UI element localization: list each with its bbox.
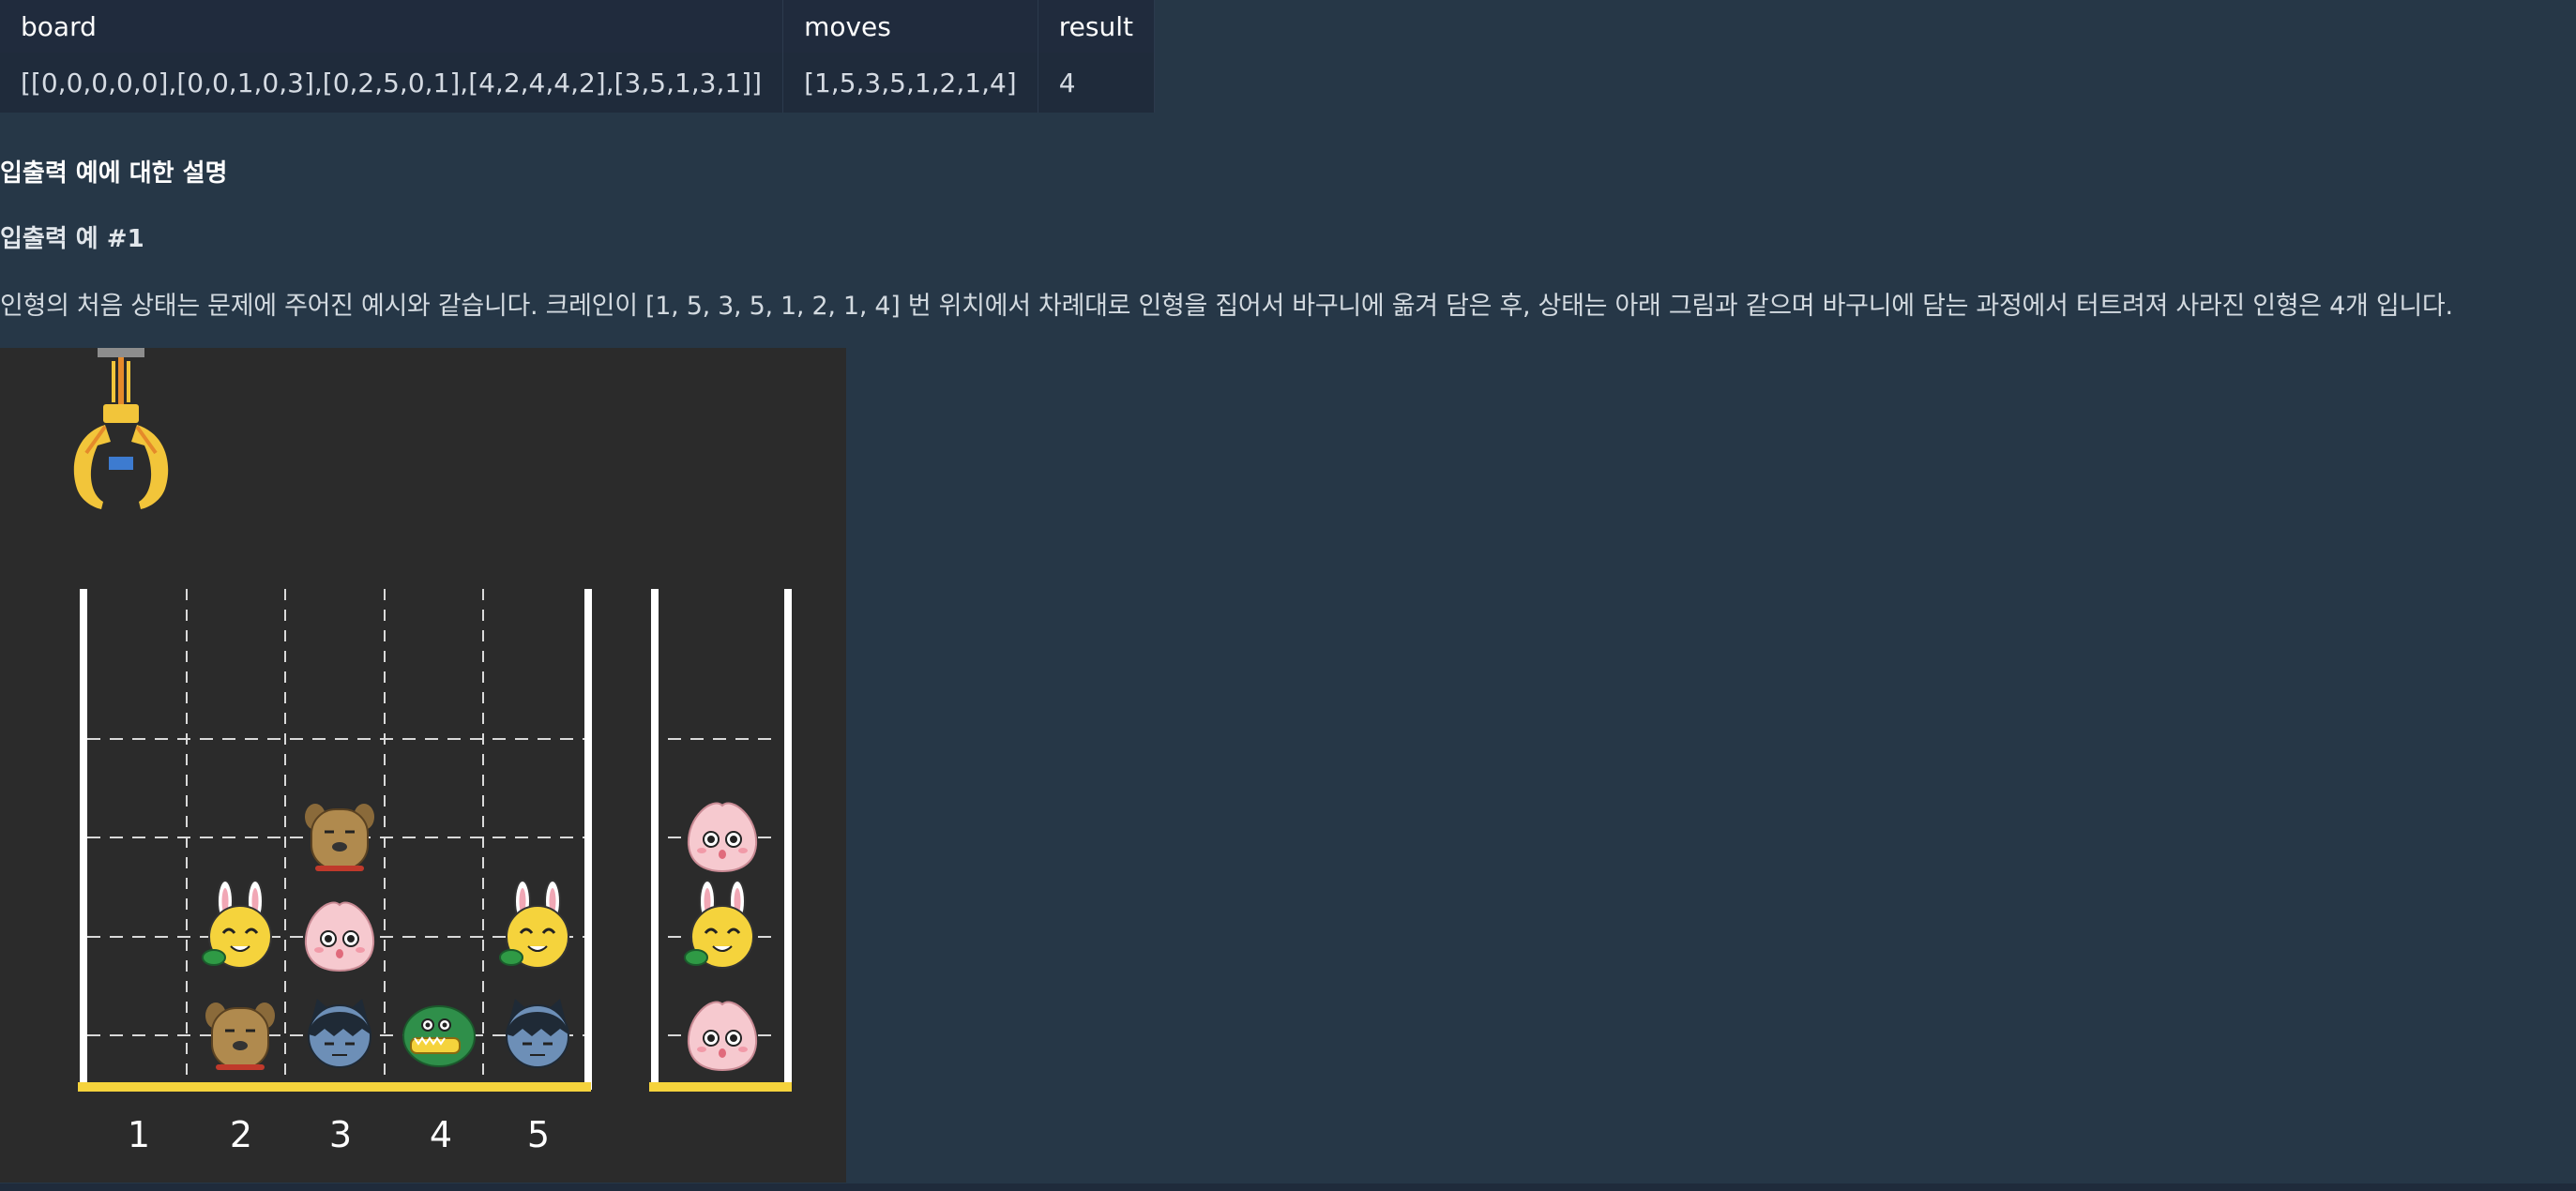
page-bottom-strip <box>0 1183 2576 1191</box>
peach-doll-icon <box>687 1001 758 1072</box>
rabbit-doll-icon <box>684 880 754 969</box>
example1-heading: 입출력 예 #1 <box>0 225 144 253</box>
machine-dolls <box>202 804 569 1070</box>
peach-doll-icon <box>304 901 375 972</box>
header-board: board <box>0 0 784 53</box>
example1-description: 인형의 처음 상태는 문제에 주어진 예시와 같습니다. 크레인이 [1, 5,… <box>0 292 2453 321</box>
cell-moves: [1,5,3,5,1,2,1,4] <box>782 53 1038 113</box>
column-label: 4 <box>430 1114 452 1155</box>
column-label: 1 <box>128 1114 150 1155</box>
rabbit-doll-icon <box>499 880 569 969</box>
cell-result: 4 <box>1038 53 1155 113</box>
crane-game-svg: 1 2 3 4 5 <box>0 348 846 1183</box>
io-example-table: board moves result [[0,0,0,0,0],[0,0,1,0… <box>0 0 1155 113</box>
rabbit-doll-icon <box>202 880 272 969</box>
croc-doll-icon <box>402 1005 476 1067</box>
crane-game-illustration: 1 2 3 4 5 <box>0 348 846 1183</box>
column-labels: 1 2 3 4 5 <box>128 1114 550 1155</box>
header-result: result <box>1038 0 1155 53</box>
basket-dolls <box>684 802 758 1072</box>
cell-board: [[0,0,0,0,0],[0,0,1,0,3],[0,2,5,0,1],[4,… <box>0 53 784 113</box>
column-label: 3 <box>329 1114 352 1155</box>
table-row: [[0,0,0,0,0],[0,0,1,0,3],[0,2,5,0,1],[4,… <box>0 53 1155 113</box>
crane-claw-icon <box>73 348 169 509</box>
cat-doll-icon <box>308 999 371 1068</box>
basket-frame <box>649 589 792 1092</box>
dog-doll-icon <box>305 804 374 871</box>
header-moves: moves <box>782 0 1038 53</box>
table-header-row: board moves result <box>0 0 1155 53</box>
peach-doll-icon <box>687 802 758 873</box>
column-label: 2 <box>230 1114 252 1155</box>
explanation-heading: 입출력 예에 대한 설명 <box>0 159 228 188</box>
cat-doll-icon <box>506 999 569 1068</box>
dog-doll-icon <box>205 1003 275 1070</box>
crane-machine-frame <box>78 589 592 1092</box>
column-label: 5 <box>527 1114 550 1155</box>
